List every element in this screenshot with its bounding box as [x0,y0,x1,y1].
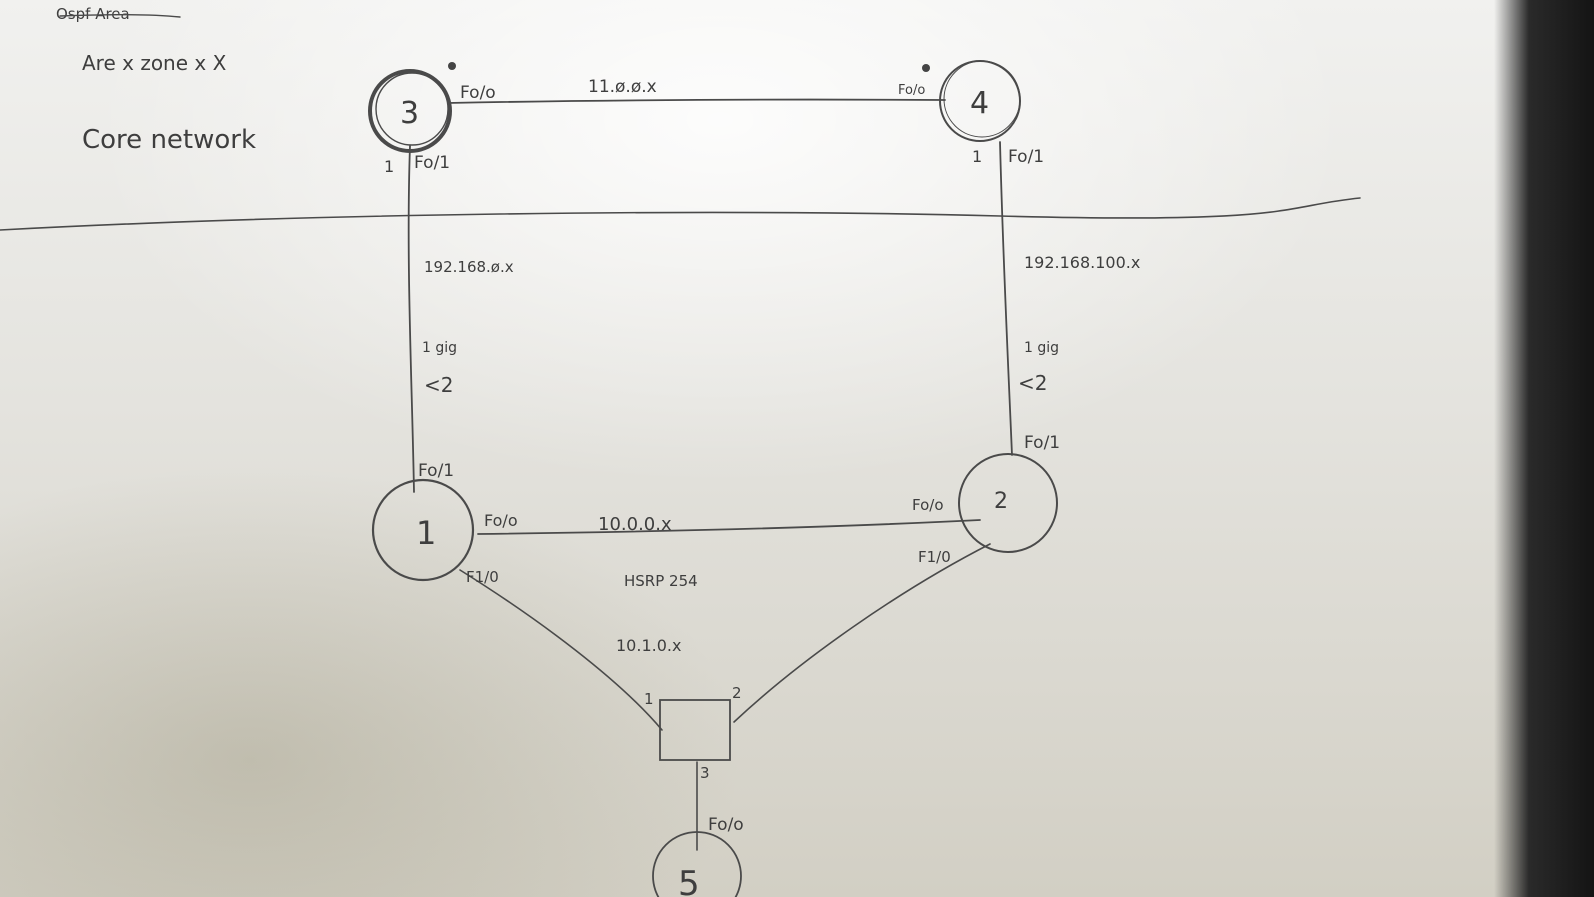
r1-right-port: Fo/o [484,511,518,530]
struck-title: Ospf Area [56,5,130,23]
r1-up-port: Fo/1 [418,461,454,481]
hsrp-label: HSRP 254 [624,572,698,590]
router-2-outline [958,453,1058,553]
right-speed-b: <2 [1018,371,1047,395]
r4-down-port: Fo/1 [1008,147,1044,167]
router-4-port-dot [922,64,930,72]
link-r1-switch [459,569,663,731]
r2-up-port: Fo/1 [1024,433,1060,453]
r5-port: Fo/o [708,815,744,835]
router-2-label: 2 [994,489,1008,514]
r3-down-port: Fo/1 [414,153,450,173]
left-speed-a: 1 gig [422,340,457,356]
area-divider-line [0,197,1361,231]
router-5[interactable]: 5 [652,831,742,897]
r3-r4-network: 11.ø.ø.x [588,77,657,97]
router-3-inner-ring [375,72,449,146]
core-network-label: Core network [82,125,256,155]
r3-r1-network: 192.168.ø.x [424,258,514,276]
router-4-label: 4 [970,86,989,121]
r2-down-port: F1/0 [918,548,951,566]
router-1-label: 1 [416,514,436,552]
left-speed-b: <2 [424,373,453,397]
link-r3-r4 [447,98,946,104]
switch-port-1: 1 [644,690,654,708]
strikethrough [59,13,181,18]
router-3-label: 3 [400,96,419,131]
router-3[interactable]: 3 [368,69,452,153]
router-4-inner-ring [943,60,1021,138]
right-speed-a: 1 gig [1024,340,1059,356]
router-4[interactable]: 4 [939,60,1021,142]
router-5-outline [652,831,742,897]
link-r4-r2 [999,141,1013,456]
r1-r2-network: 10.0.0.x [598,514,672,535]
r2-left-port: Fo/o [912,496,944,514]
area-note: Are x zone x X [82,51,227,75]
lan-network: 10.1.0.x [616,636,681,655]
switch[interactable] [659,699,731,761]
r4-down-num: 1 [972,147,982,166]
r3-down-num: 1 [384,157,394,176]
r4-r2-network: 192.168.100.x [1024,253,1140,272]
switch-port-2: 2 [732,684,742,702]
router-5-label: 5 [678,864,700,897]
router-1[interactable]: 1 [371,478,475,582]
link-r3-r1 [407,145,415,493]
link-r2-switch [733,543,991,723]
r4-port-label: Fo/o [898,83,925,98]
switch-port-3: 3 [700,764,710,782]
link-r1-r2 [477,519,981,535]
r3-port-label: Fo/o [460,83,496,103]
router-1-outline [371,478,475,582]
r1-down-port: F1/0 [466,568,499,586]
router-2[interactable]: 2 [958,453,1058,553]
router-3-port-dot [448,62,456,70]
router-3-outline [368,69,452,153]
